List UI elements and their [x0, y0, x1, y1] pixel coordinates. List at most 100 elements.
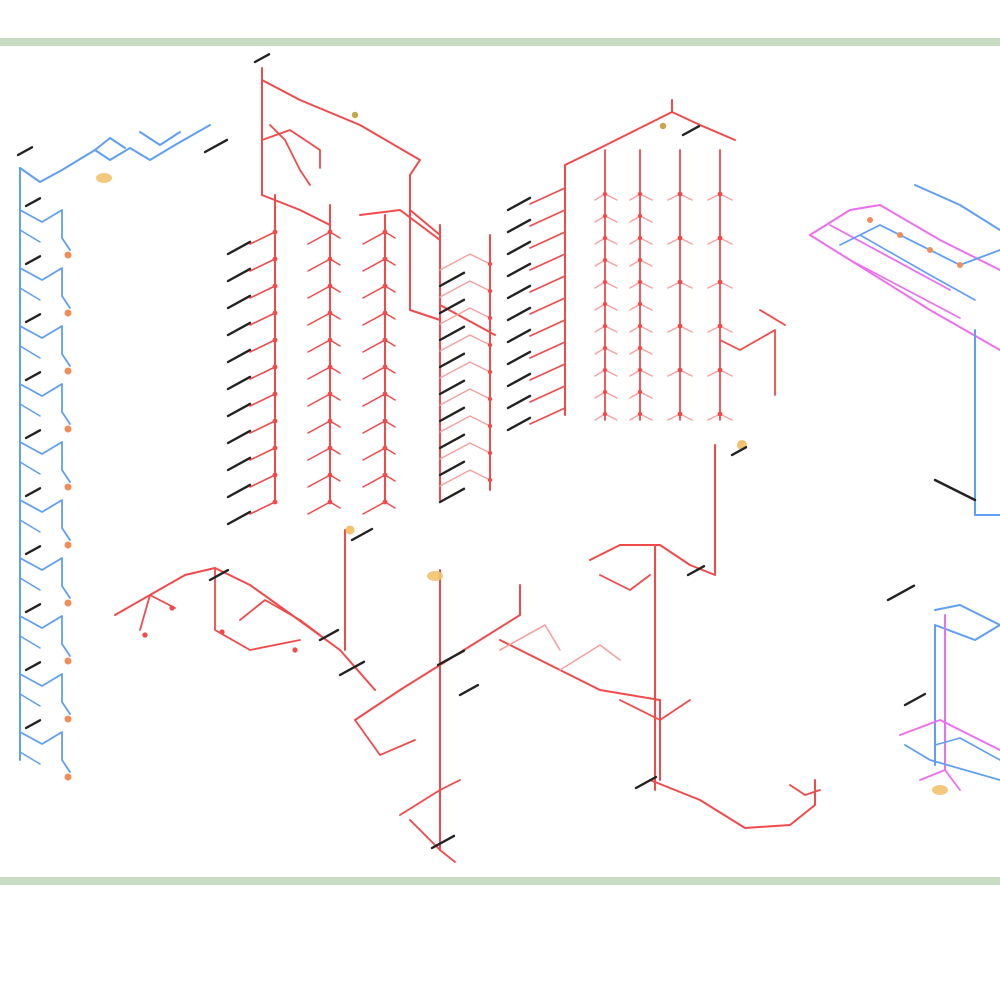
drain-branch [307, 420, 341, 434]
pipe-stub-icon [203, 138, 229, 154]
supply-header [19, 124, 211, 183]
drain-branch [307, 393, 341, 407]
drain-branch [499, 624, 561, 651]
valve-icon [272, 337, 278, 343]
pipe-stub-icon [226, 375, 252, 391]
valve-icon [272, 364, 278, 370]
fixture-marker-icon [427, 571, 443, 581]
pipe-stub-icon [730, 446, 748, 457]
valve-icon [637, 279, 643, 285]
valve-icon [487, 261, 493, 267]
drain-branch [439, 469, 491, 487]
fixture-marker-icon [64, 425, 72, 433]
supply-branch [19, 325, 71, 367]
vent-pipe [849, 259, 961, 319]
drain-branch [529, 297, 566, 315]
drain-branch [249, 285, 276, 299]
valve-icon [637, 191, 643, 197]
fixture-marker-icon [64, 599, 72, 607]
drain-branch [529, 319, 566, 337]
valve-icon [327, 418, 333, 424]
drain-header [409, 174, 441, 236]
supply-branch [19, 461, 41, 475]
drain-branch [409, 819, 456, 863]
fixture-marker-icon [64, 367, 72, 375]
pipe-stub-icon [506, 328, 532, 344]
pipe-stub-icon [226, 429, 252, 445]
valve-icon [487, 396, 493, 402]
valve-icon [602, 191, 608, 197]
pipe-stub-icon [24, 197, 42, 208]
valve-icon [602, 301, 608, 307]
pipe-stub-icon [506, 306, 532, 322]
valve-icon [602, 257, 608, 263]
valve-icon [327, 364, 333, 370]
drain-branch [239, 599, 321, 636]
supply-header [914, 184, 1000, 231]
valve-icon [272, 418, 278, 424]
valve-icon [272, 472, 278, 478]
pipe-stub-icon [338, 660, 366, 677]
fixture-marker-icon [932, 785, 948, 795]
drain-branch [362, 447, 396, 461]
drain-branch [249, 231, 276, 245]
pipe-stub-icon [506, 350, 532, 366]
pipe-stub-icon [350, 527, 374, 542]
valve-icon [272, 391, 278, 397]
drain-branch [261, 129, 321, 169]
supply-branch [19, 693, 41, 707]
fixture-marker-icon [345, 525, 355, 535]
pipe-stub-icon [24, 487, 42, 498]
drain-branch [362, 258, 396, 272]
fixture-marker-icon [927, 247, 933, 253]
pipe-stub-icon [506, 394, 532, 410]
drain-branch [362, 285, 396, 299]
drain-branch [529, 407, 566, 425]
valve-icon [382, 445, 388, 451]
supply-branch [19, 557, 71, 599]
supply-branch [859, 234, 976, 301]
valve-icon [327, 256, 333, 262]
valve-icon [142, 632, 148, 638]
fixture-marker-icon [897, 232, 903, 238]
drain-header [649, 779, 816, 829]
valve-icon [637, 411, 643, 417]
valve-icon [219, 629, 225, 635]
drain-header [261, 79, 421, 176]
valve-icon [677, 191, 683, 197]
drain-branch [439, 415, 491, 433]
valve-icon [677, 323, 683, 329]
valve-icon [602, 213, 608, 219]
pipe-stub-icon [506, 372, 532, 388]
drain-branch [529, 253, 566, 271]
valve-icon [637, 367, 643, 373]
drain-branch [362, 420, 396, 434]
drain-branch [559, 644, 621, 671]
valve-icon [637, 301, 643, 307]
pipe-stub-icon [253, 53, 271, 64]
fixture-marker-icon [64, 541, 72, 549]
valve-icon [169, 605, 175, 611]
pipe-stub-icon [634, 775, 658, 790]
drain-branch [529, 341, 566, 359]
valve-icon [292, 647, 298, 653]
drain-branch [249, 312, 276, 326]
drain-branch [354, 719, 416, 756]
valve-icon [637, 257, 643, 263]
drain-branch [759, 309, 786, 326]
pipe-stub-icon [506, 218, 532, 234]
valve-icon [602, 235, 608, 241]
drain-branch [249, 420, 276, 434]
supply-branch [139, 131, 181, 146]
valve-icon [272, 229, 278, 235]
drain-branch [249, 447, 276, 461]
drain-branch [789, 784, 821, 796]
pipe-stub-icon [24, 603, 42, 614]
valve-icon [637, 345, 643, 351]
valve-icon [327, 337, 333, 343]
pipe-stub-icon [506, 262, 532, 278]
drain-header [671, 111, 736, 141]
pipe-stub-icon [458, 683, 480, 697]
valve-icon [677, 367, 683, 373]
drain-branch [362, 312, 396, 326]
